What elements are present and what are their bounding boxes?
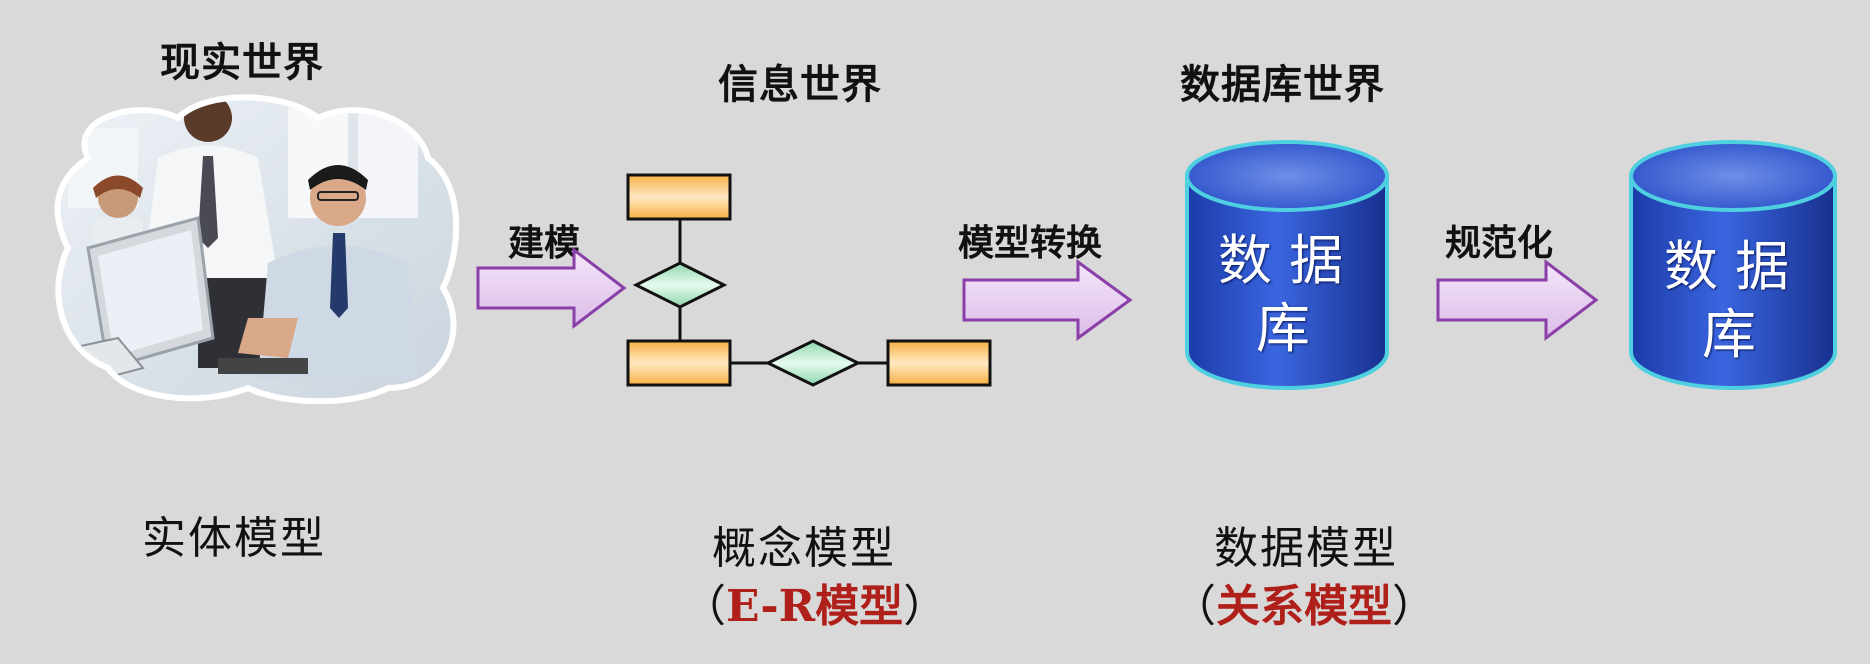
- paren-close: ）: [903, 581, 948, 632]
- normalization-arrow-label: 规范化: [1445, 223, 1554, 264]
- er-entity-box: [626, 173, 732, 221]
- db-left-label-line2: 库: [1256, 297, 1310, 360]
- db-world-heading: 数据库世界: [1180, 62, 1385, 108]
- er-model-note: E-R模型: [726, 581, 904, 632]
- relational-model-note: 关系模型: [1216, 581, 1392, 632]
- normalization-arrow: [1436, 258, 1599, 342]
- modeling-arrow-label: 建模: [508, 223, 581, 264]
- database-cylinder-right: [1629, 140, 1837, 390]
- paren-open: （: [1172, 581, 1216, 632]
- db-right-label-line1: 数 据: [1664, 235, 1790, 298]
- paren-open: （: [682, 581, 726, 632]
- data-model-note: （关系模型）: [1172, 570, 1436, 634]
- entity-model-caption: 实体模型: [142, 513, 326, 564]
- office-photo-illustration: [54, 94, 460, 405]
- paren-close: ）: [1392, 581, 1436, 632]
- er-relationship-diamond: [764, 339, 862, 387]
- db-right-label-line2: 库: [1702, 303, 1756, 366]
- er-diagram: [626, 173, 992, 387]
- conversion-arrow: [962, 259, 1133, 341]
- info-world-heading: 信息世界: [718, 62, 882, 108]
- conceptual-model-note: （E-R模型）: [682, 570, 947, 634]
- conversion-arrow-label: 模型转换: [958, 223, 1103, 264]
- er-entity-box: [626, 339, 732, 387]
- data-model-caption: 数据模型: [1214, 523, 1398, 574]
- db-left-label-line1: 数 据: [1218, 229, 1344, 292]
- modeling-arrow: [476, 246, 627, 330]
- database-cylinder-left: [1185, 140, 1389, 390]
- real-world-heading: 现实世界: [160, 40, 324, 86]
- er-entity-box: [886, 339, 992, 387]
- conceptual-model-caption: 概念模型: [712, 523, 896, 574]
- er-relationship-diamond: [632, 261, 728, 309]
